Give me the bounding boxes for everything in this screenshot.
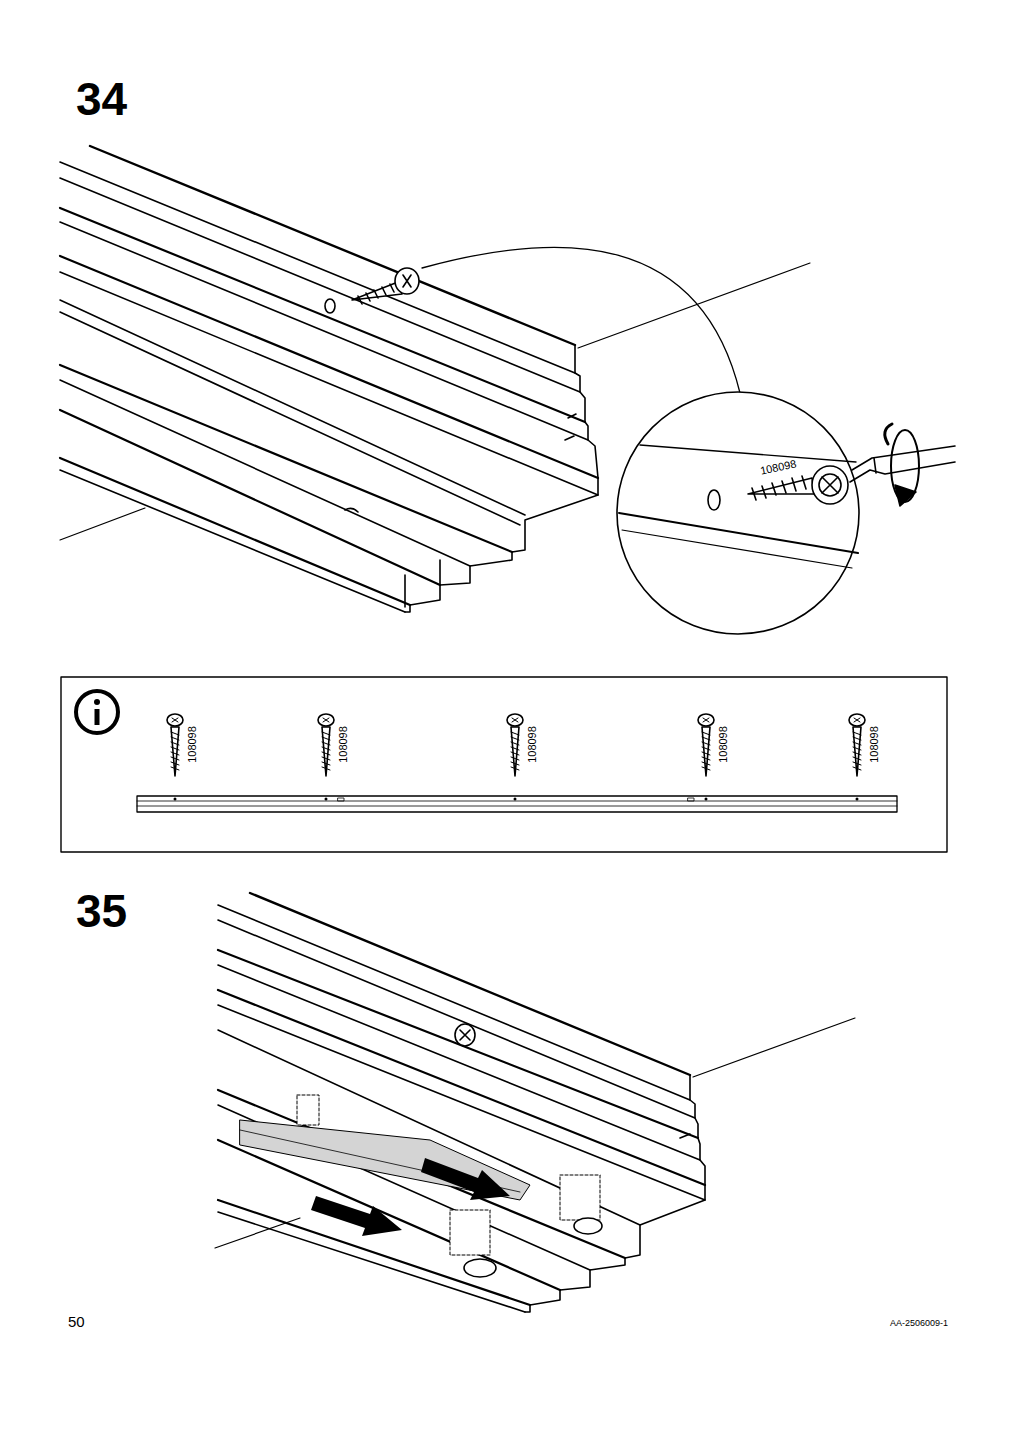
step-number: 35 bbox=[76, 888, 127, 934]
screw-icon bbox=[507, 714, 523, 801]
leader-line bbox=[693, 1018, 855, 1077]
leader-line bbox=[60, 508, 145, 540]
rail-overview bbox=[137, 796, 897, 812]
direction-arrow bbox=[311, 1158, 510, 1236]
leader-line bbox=[578, 263, 810, 348]
rail-profile bbox=[60, 146, 598, 612]
screw-positions bbox=[167, 714, 865, 801]
page-number: 50 bbox=[68, 1314, 85, 1329]
soft-close-damper bbox=[240, 1095, 602, 1277]
part-number: 108098 bbox=[527, 726, 538, 763]
screw-icon bbox=[318, 714, 334, 801]
screw-icon bbox=[167, 714, 183, 801]
step-number: 34 bbox=[76, 76, 127, 122]
part-number: 108098 bbox=[338, 726, 349, 763]
zoom-link bbox=[422, 247, 740, 393]
part-number: 108098 bbox=[869, 726, 880, 763]
screw-icon bbox=[849, 714, 865, 801]
screw bbox=[325, 268, 419, 313]
zoom-callout bbox=[617, 392, 859, 634]
info-panel bbox=[61, 677, 947, 852]
screw-icon bbox=[698, 714, 714, 801]
screwdriver bbox=[850, 424, 955, 506]
leader-line bbox=[215, 1218, 300, 1248]
rail-profile bbox=[218, 893, 705, 1312]
screw-head bbox=[455, 1024, 475, 1046]
part-number: 108098 bbox=[187, 726, 198, 763]
part-number: 108098 bbox=[718, 726, 729, 763]
document-code: AA-2506009-1 bbox=[890, 1319, 948, 1328]
info-icon bbox=[76, 691, 118, 733]
